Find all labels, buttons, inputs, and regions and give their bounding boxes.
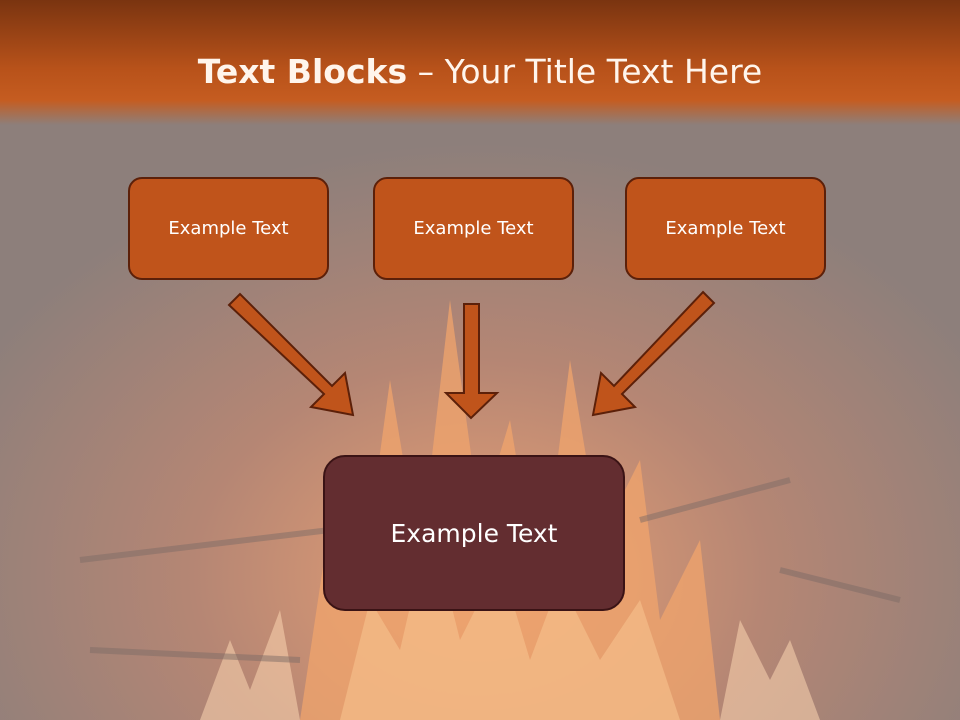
main-text-block-label: Example Text bbox=[390, 518, 558, 548]
title-separator: – bbox=[407, 52, 445, 91]
title-bold-part: Text Blocks bbox=[197, 52, 408, 91]
arrow-left-to-center bbox=[227, 292, 355, 417]
text-block-2[interactable]: Example Text bbox=[373, 177, 574, 280]
slide-title: Text Blocks – Your Title Text Here bbox=[0, 52, 960, 91]
main-text-block[interactable]: Example Text bbox=[323, 455, 625, 611]
text-block-2-label: Example Text bbox=[413, 218, 534, 239]
text-block-1[interactable]: Example Text bbox=[128, 177, 329, 280]
title-bar bbox=[0, 0, 960, 125]
arrow-right-to-center bbox=[591, 290, 716, 417]
arrow-center-down bbox=[443, 303, 500, 420]
text-block-1-label: Example Text bbox=[168, 218, 289, 239]
text-block-3-label: Example Text bbox=[665, 218, 786, 239]
text-block-3[interactable]: Example Text bbox=[625, 177, 826, 280]
title-rest-part: Your Title Text Here bbox=[444, 52, 763, 91]
